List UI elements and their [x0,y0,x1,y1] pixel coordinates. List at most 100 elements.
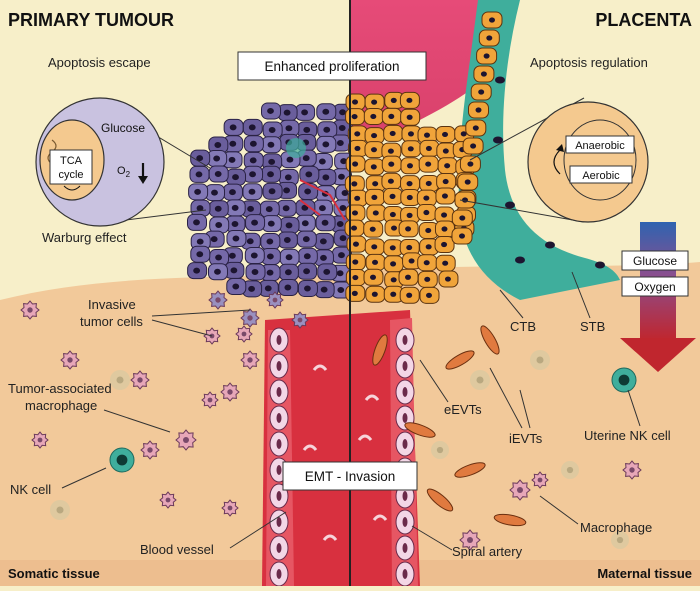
inset-connector-right-bottom [459,199,585,223]
endothelial-nucleus [276,387,282,397]
tumour-nucleus [284,269,292,276]
tissue-cell-nucleus [436,446,444,454]
placenta-nucleus [442,260,449,266]
placenta-nucleus [371,194,378,200]
tumour-nucleus [268,188,276,195]
cycle-arrow-icon [63,185,81,191]
placenta-nucleus [390,277,397,283]
placenta-nucleus [388,161,395,167]
placenta-nucleus [407,146,414,152]
placenta-nucleus [372,181,379,187]
evt-cell [404,422,436,438]
pointer-macrophage [539,495,579,525]
placenta-nucleus [389,211,396,218]
placenta-nucleus [426,292,433,298]
placenta-nucleus [390,97,397,103]
placenta-nucleus [389,193,396,199]
placenta-nucleus [352,99,359,105]
label-tca: TCA [60,155,83,167]
tumour-nucleus [251,219,258,226]
placenta-nucleus [408,258,415,264]
placenta-nucleus [425,161,432,167]
tumour-nucleus [230,267,238,274]
tumour-nucleus [196,205,204,212]
tumour-nucleus [266,238,274,245]
macrophage-cell-nucleus [165,497,171,503]
macrophage-cell-nucleus [147,447,153,453]
tumour-nucleus [215,254,222,261]
tumour-nucleus [338,173,345,180]
tumour-nucleus [249,171,256,178]
glucose-box [621,250,689,271]
trophoblast-nucleus [470,143,477,149]
tumour-nucleus [305,171,313,178]
placenta-nucleus [372,210,379,216]
endothelial-nucleus [276,491,282,501]
placenta-nucleus [423,195,430,201]
tumour-nucleus [319,205,326,212]
tumour-nucleus [302,236,310,243]
placenta-nucleus [406,292,413,298]
tumour-nucleus [336,221,344,228]
warburg-inset: TCA cycle Glucose O2 [35,97,211,227]
stb-nucleus [545,241,555,249]
placenta-nucleus [442,178,449,185]
tumour-nucleus [232,283,240,290]
placenta-nucleus [352,274,359,281]
invasive-tumor-cell-nucleus [272,297,278,303]
tumour-nucleus [283,236,291,243]
tumour-nucleus [285,222,293,229]
endothelial-nucleus [276,569,282,579]
tumour-nucleus [232,174,239,181]
placenta-nucleus [387,178,394,184]
placenta-nucleus [351,290,358,296]
trophoblast-nucleus [483,53,490,59]
tumour-nucleus [301,204,309,211]
invasive-tumor-cell-nucleus [297,317,303,323]
aerobic-box [569,165,633,184]
pointer-ievts-2 [519,389,531,429]
tumour-nucleus [284,284,292,291]
macrophage-cell-nucleus [247,357,253,363]
tumour-nucleus [246,238,254,245]
tumour-nucleus [265,206,273,213]
red-blood-cell [364,394,380,401]
tumour-nucleus [283,187,290,194]
placenta-nucleus [389,130,396,137]
tumour-nucleus [285,254,293,261]
macrophage-cell-nucleus [241,331,247,337]
placenta-nucleus [423,209,430,216]
tumour-nucleus [302,155,310,162]
placenta-nucleus [425,244,432,250]
label-somatic-tissue: Somatic tissue [8,566,100,581]
tumour-nucleus [304,285,311,292]
placenta-nucleus [405,226,412,232]
tumour-nucleus [266,253,274,260]
label-stb: STB [580,319,605,334]
tissue-cells [20,290,642,551]
o2-down-arrow-icon [138,176,148,184]
placenta-nucleus [371,132,378,139]
placenta-nucleus [406,181,413,187]
tumour-nucleus [267,141,275,148]
tumour-nucleus [338,252,345,259]
invasive-tumor-cell-nucleus [247,315,253,321]
anaerobic-box [565,135,635,154]
placenta-nucleus [441,212,448,218]
placenta-nucleus [406,194,413,201]
placenta-nucleus [351,181,358,187]
label-maternal-tissue: Maternal tissue [597,566,692,581]
placenta-nucleus [390,291,397,297]
tumour-nucleus [268,158,276,165]
tumour-nucleus [286,156,294,163]
placenta-nucleus [442,148,449,154]
placenta-nucleus [370,164,377,170]
endothelial-nucleus [402,413,408,423]
label-uterine-nk: Uterine NK cell [584,428,671,443]
tumour-nucleus [323,126,331,133]
nk-cell-nucleus [618,374,630,386]
placenta-nucleus [371,244,378,250]
tumour-nucleus [214,171,222,178]
endothelial-nucleus [276,361,282,371]
